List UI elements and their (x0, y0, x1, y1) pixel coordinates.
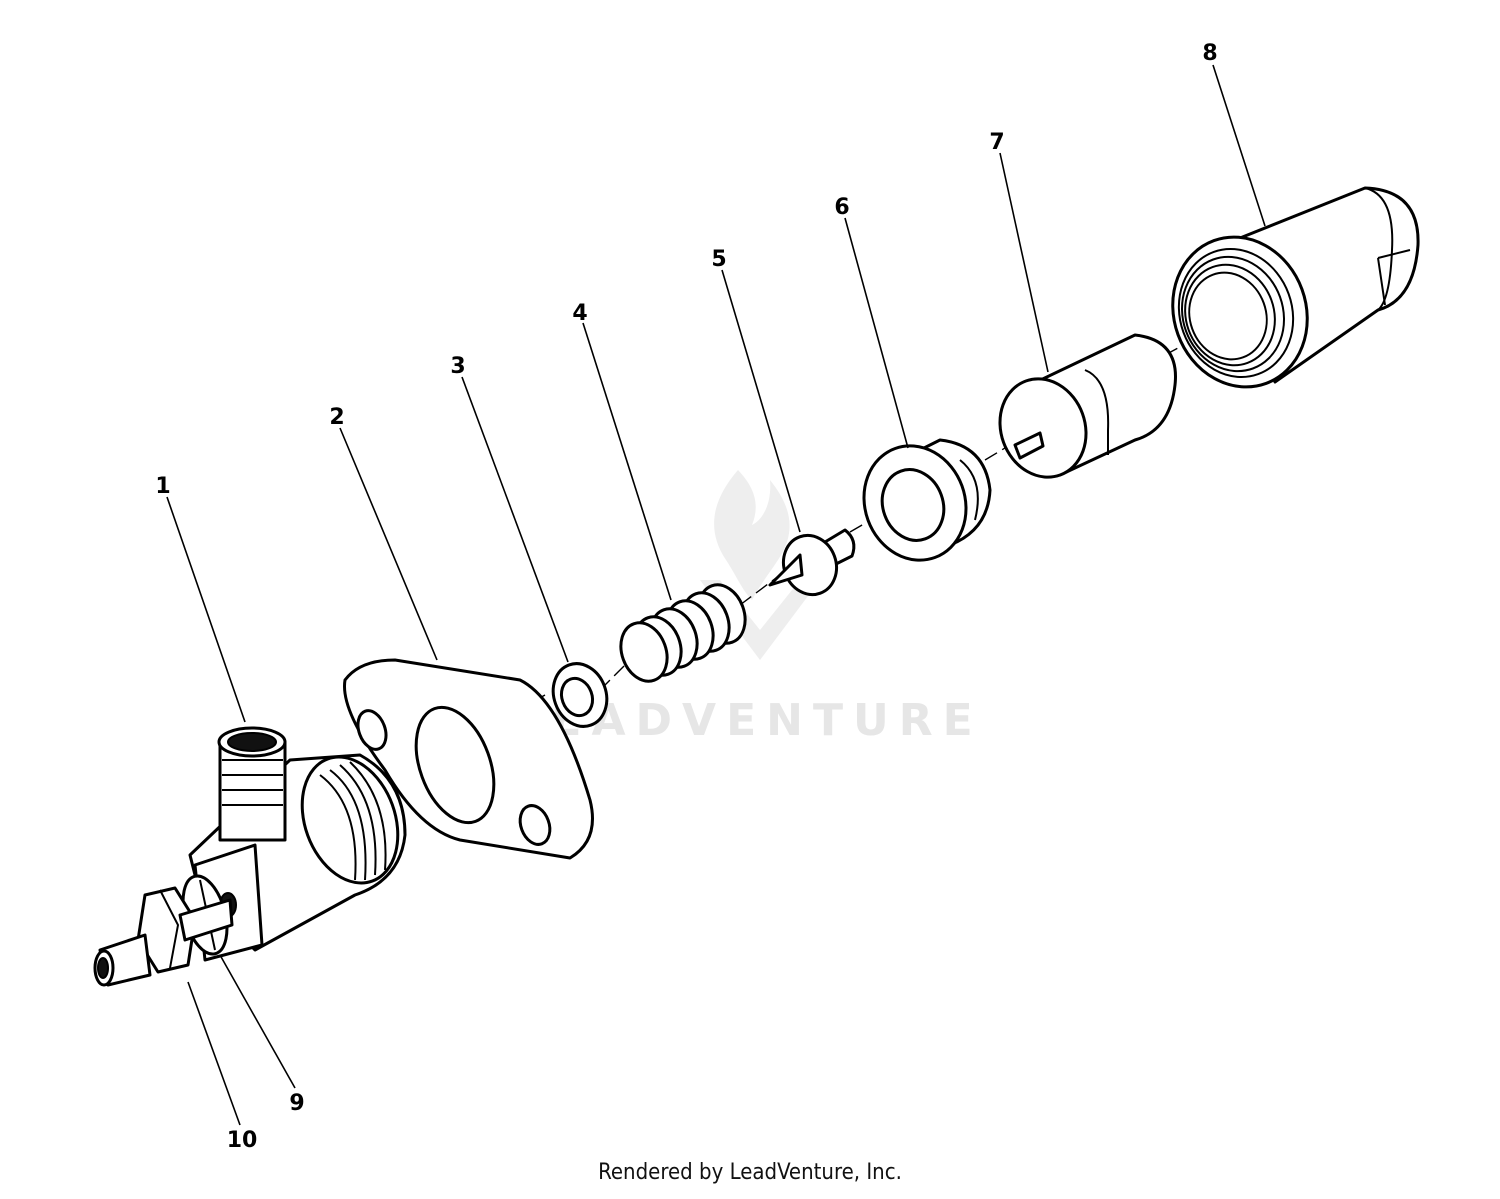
part-4-spring (619, 583, 747, 683)
callout-3: 3 (450, 354, 465, 379)
callout-4: 4 (572, 301, 587, 326)
footer-credit: Rendered by LeadVenture, Inc. (598, 1160, 902, 1185)
callout-5: 5 (711, 247, 726, 272)
part-5-needle-valve (768, 528, 856, 597)
callout-6: 6 (834, 195, 849, 220)
part-10-nut-and-barb (93, 886, 234, 987)
part-3-washer (551, 662, 609, 728)
part-8-cap-nut (1171, 186, 1420, 389)
leader-lines (166, 64, 1266, 1126)
part-2-flange-gasket (343, 658, 594, 860)
callout-labels: 1 2 3 4 5 6 7 8 9 10 (155, 41, 1217, 1153)
part-6-ring-seat (862, 438, 992, 562)
callout-9: 9 (289, 1091, 304, 1116)
callout-1: 1 (155, 474, 170, 499)
part-7-cylinder (998, 333, 1177, 479)
callout-7: 7 (989, 130, 1004, 155)
callout-2: 2 (329, 405, 344, 430)
callout-10: 10 (227, 1128, 258, 1153)
callout-8: 8 (1202, 41, 1217, 66)
